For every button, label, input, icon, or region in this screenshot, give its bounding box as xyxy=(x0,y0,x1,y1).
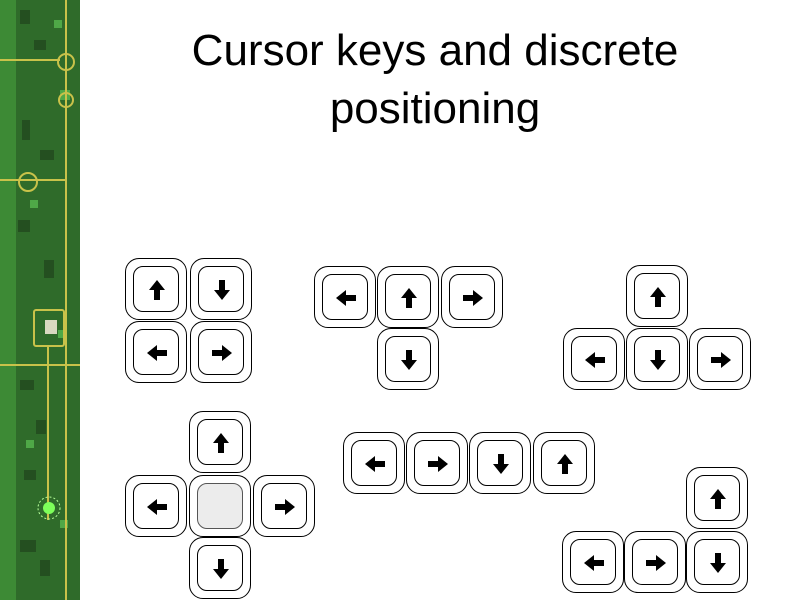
arrow-left-icon xyxy=(584,555,604,571)
arrow-left-icon xyxy=(147,499,167,515)
arrow-right-icon xyxy=(212,345,232,361)
right-key xyxy=(406,432,468,494)
arrow-down-icon xyxy=(213,559,229,579)
left-key xyxy=(314,266,376,328)
circuit-board-sidebar xyxy=(0,0,80,600)
arrow-up-icon xyxy=(213,433,229,453)
arrow-up-icon xyxy=(710,489,726,509)
up-key xyxy=(533,432,595,494)
left-key xyxy=(343,432,405,494)
slide-title: Cursor keys and discrete positioning xyxy=(100,22,770,138)
left-key xyxy=(125,321,187,383)
down-key xyxy=(190,258,252,320)
arrow-down-icon xyxy=(214,280,230,300)
down-key xyxy=(469,432,531,494)
down-key xyxy=(189,537,251,599)
down-key xyxy=(626,328,688,390)
arrow-up-icon xyxy=(401,288,417,308)
arrow-up-icon xyxy=(149,280,165,300)
down-key xyxy=(377,328,439,390)
right-key xyxy=(190,321,252,383)
left-key xyxy=(125,475,187,537)
arrow-down-icon xyxy=(493,454,509,474)
arrow-right-icon xyxy=(428,456,448,472)
up-key xyxy=(125,258,187,320)
title-line-2: positioning xyxy=(329,84,541,133)
right-key xyxy=(253,475,315,537)
left-key xyxy=(563,328,625,390)
left-key xyxy=(562,531,624,593)
arrow-left-icon xyxy=(585,352,605,368)
arrow-left-icon xyxy=(365,456,385,472)
arrow-down-icon xyxy=(401,350,417,370)
title-line-1: Cursor keys and discrete xyxy=(191,26,679,75)
up-key xyxy=(686,467,748,529)
arrow-right-icon xyxy=(711,352,731,368)
arrow-up-icon xyxy=(650,287,666,307)
down-key xyxy=(686,531,748,593)
arrow-down-icon xyxy=(710,553,726,573)
arrow-left-icon xyxy=(147,345,167,361)
circuit-board-graphic xyxy=(0,0,80,600)
center-blank-key xyxy=(189,475,251,537)
arrow-down-icon xyxy=(650,350,666,370)
up-key xyxy=(626,265,688,327)
up-key xyxy=(377,266,439,328)
arrow-right-icon xyxy=(463,290,483,306)
right-key xyxy=(689,328,751,390)
arrow-left-icon xyxy=(336,290,356,306)
up-key xyxy=(189,411,251,473)
arrow-right-icon xyxy=(275,499,295,515)
right-key xyxy=(441,266,503,328)
arrow-up-icon xyxy=(557,454,573,474)
right-key xyxy=(624,531,686,593)
arrow-right-icon xyxy=(646,555,666,571)
